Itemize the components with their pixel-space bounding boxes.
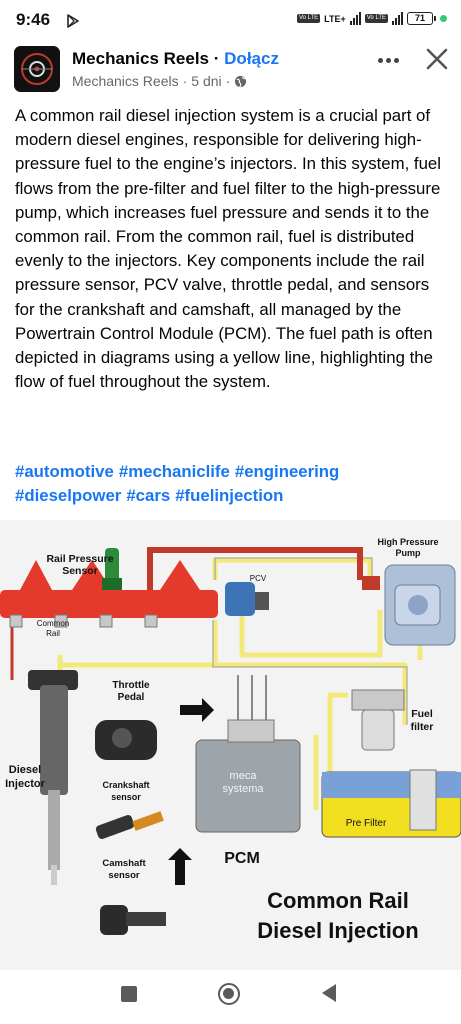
page-title: Mechanics Reels · Dołącz bbox=[72, 49, 279, 69]
hashtag-link[interactable]: #fuelinjection bbox=[175, 486, 284, 506]
hashtag-link[interactable]: #engineering bbox=[234, 462, 340, 481]
more-icon-dot bbox=[393, 57, 399, 63]
join-button[interactable]: Dołącz bbox=[224, 49, 279, 68]
status-time: 9:46 bbox=[16, 10, 51, 29]
status-bar: 9:46 Vo LTE LTE+ Vo LTE 71 bbox=[0, 0, 461, 40]
label-rail-pressure-sensor: Rail Pressure Sensor bbox=[46, 553, 114, 577]
pcm-unit bbox=[195, 675, 301, 833]
camshaft-sensor-part bbox=[100, 905, 166, 935]
meta-separator-2: · bbox=[225, 73, 231, 89]
label-common-rail: Common Rail bbox=[36, 619, 70, 638]
rail-pressure-sensor bbox=[102, 548, 122, 590]
label-diesel-injector: Diesel Injector bbox=[5, 764, 45, 790]
post-time[interactable]: 5 dni bbox=[191, 73, 222, 89]
page-avatar[interactable] bbox=[14, 46, 60, 92]
pcv-valve bbox=[225, 582, 269, 616]
hashtag-link[interactable]: #automotive bbox=[15, 462, 114, 481]
crankshaft-sensor-part bbox=[95, 811, 164, 839]
author-name[interactable]: Mechanics Reels bbox=[72, 73, 179, 89]
post-body: A common rail diesel injection system is… bbox=[15, 106, 441, 392]
fuel-system-diagram bbox=[0, 547, 461, 935]
post-header: Mechanics Reels · Dołącz Mechanics Reels… bbox=[0, 40, 461, 100]
page-name-link[interactable]: Mechanics Reels bbox=[72, 49, 210, 68]
recents-icon[interactable] bbox=[121, 986, 137, 1002]
volte-badge: Vo LTE bbox=[296, 14, 321, 23]
home-icon[interactable] bbox=[218, 983, 240, 1005]
throttle-pedal-part bbox=[95, 720, 157, 760]
page-logo-icon bbox=[14, 46, 60, 92]
lte-label: LTE+ bbox=[324, 13, 346, 24]
diagram-title-line-1: Common Rail bbox=[267, 888, 409, 913]
signal-icon-2 bbox=[392, 12, 403, 25]
arrow-up-icon bbox=[168, 848, 192, 885]
fuel-filter-part bbox=[351, 689, 405, 751]
status-indicators: Vo LTE LTE+ Vo LTE 71 bbox=[296, 12, 447, 25]
more-icon-dot bbox=[385, 57, 391, 63]
hashtag-list: #automotive#mechaniclife#engineering #di… bbox=[15, 460, 449, 508]
diesel-injector-part bbox=[28, 670, 78, 885]
high-pressure-pump bbox=[362, 564, 456, 646]
label-pre-filter: Pre Filter bbox=[345, 818, 387, 829]
back-icon[interactable] bbox=[322, 984, 336, 1002]
close-icon[interactable] bbox=[422, 44, 452, 74]
fuel-line-edges bbox=[212, 557, 408, 725]
meta-separator: · bbox=[182, 73, 188, 89]
label-camshaft-sensor: Camshaft sensor bbox=[102, 858, 146, 881]
hashtag-link[interactable]: #cars bbox=[126, 486, 171, 506]
more-options-button[interactable] bbox=[372, 48, 404, 72]
post-meta: Mechanics Reels · 5 dni · bbox=[72, 73, 247, 89]
label-fuel-filter: Fuel filter bbox=[410, 708, 434, 733]
post-image[interactable]: Rail Pressure Sensor Common Rail PCV Hig… bbox=[0, 520, 461, 970]
privacy-dot-icon bbox=[440, 15, 447, 22]
label-high-pressure-pump: High Pressure Pump bbox=[377, 537, 439, 558]
volte-badge-2: Vo LTE bbox=[364, 14, 388, 23]
more-icon-dot bbox=[377, 57, 383, 63]
label-crankshaft-sensor: Crankshaft sensor bbox=[102, 780, 150, 802]
hashtag-link[interactable]: #dieselpower bbox=[15, 486, 122, 506]
common-rail bbox=[0, 560, 218, 628]
label-throttle-pedal: Throttle Pedal bbox=[112, 680, 150, 703]
label-pcv: PCV bbox=[249, 574, 267, 583]
high-pressure-line bbox=[147, 547, 363, 595]
signal-icon bbox=[349, 12, 361, 25]
diagram-title-line-2: Diesel Injection bbox=[257, 918, 419, 943]
arrow-right-icon bbox=[180, 698, 214, 722]
globe-icon bbox=[235, 75, 247, 87]
label-pcm: PCM bbox=[224, 850, 260, 867]
name-separator: · bbox=[213, 49, 220, 68]
play-store-icon bbox=[67, 14, 79, 28]
fuel-tank bbox=[321, 769, 461, 838]
system-nav-bar bbox=[0, 972, 461, 1024]
hashtag-link[interactable]: #mechaniclife bbox=[118, 462, 230, 481]
label-ecu-brand: meca systema bbox=[222, 770, 264, 795]
battery-icon: 71 bbox=[407, 12, 436, 25]
